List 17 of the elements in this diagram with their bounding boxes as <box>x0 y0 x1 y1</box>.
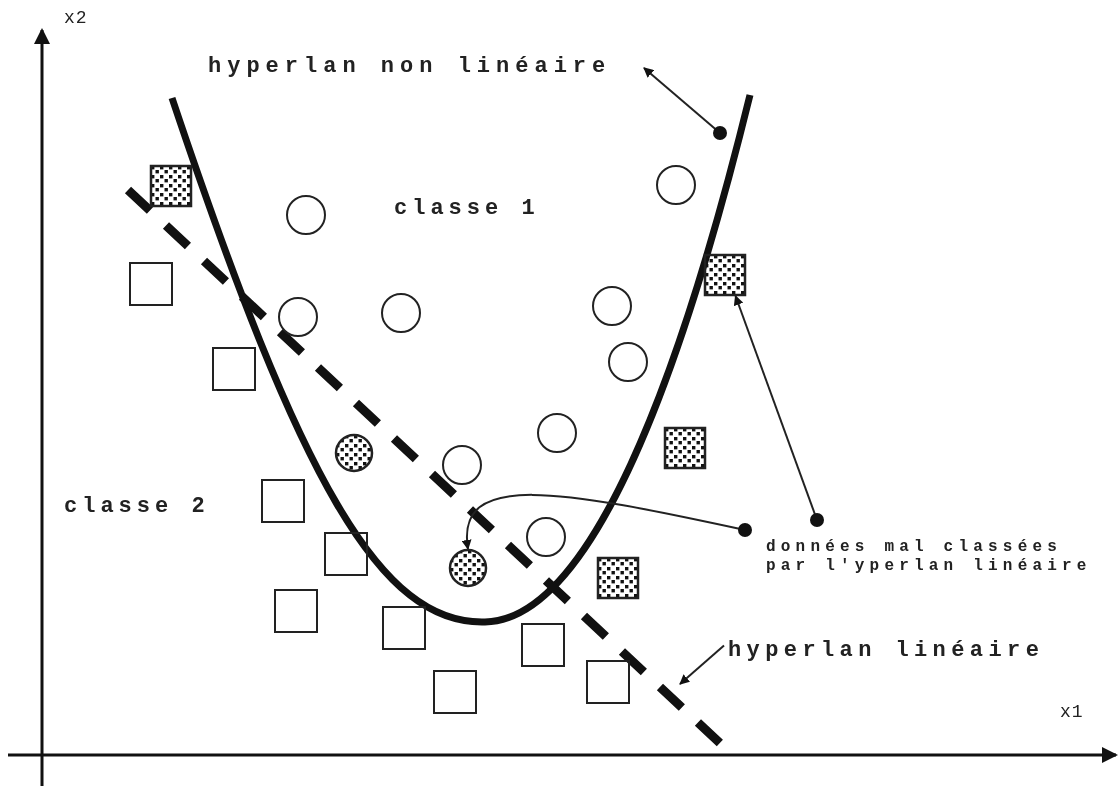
leader-arrow <box>733 295 824 527</box>
annotation-text: hyperlan linéaire <box>724 636 1054 668</box>
dotted-square-marker <box>704 254 746 296</box>
class-label: classe 2 <box>64 494 210 521</box>
dotted-square-marker <box>597 557 639 599</box>
dotted-square-marker <box>150 165 192 207</box>
axis-label: x1 <box>1060 702 1084 724</box>
leader-arrow <box>643 67 727 140</box>
class-label: classe 1 <box>394 196 540 223</box>
leader-arrow <box>679 644 725 685</box>
dotted-circle-marker <box>449 549 487 587</box>
axis-label: x2 <box>64 8 88 30</box>
annotation-text: données mal classées par l'yperlan linéaire <box>742 516 1116 594</box>
annotation-text: hyperlan non linéaire <box>206 52 644 84</box>
leader-arrow <box>462 493 752 550</box>
dotted-square-marker <box>664 427 706 469</box>
dotted-circle-marker <box>335 434 373 472</box>
